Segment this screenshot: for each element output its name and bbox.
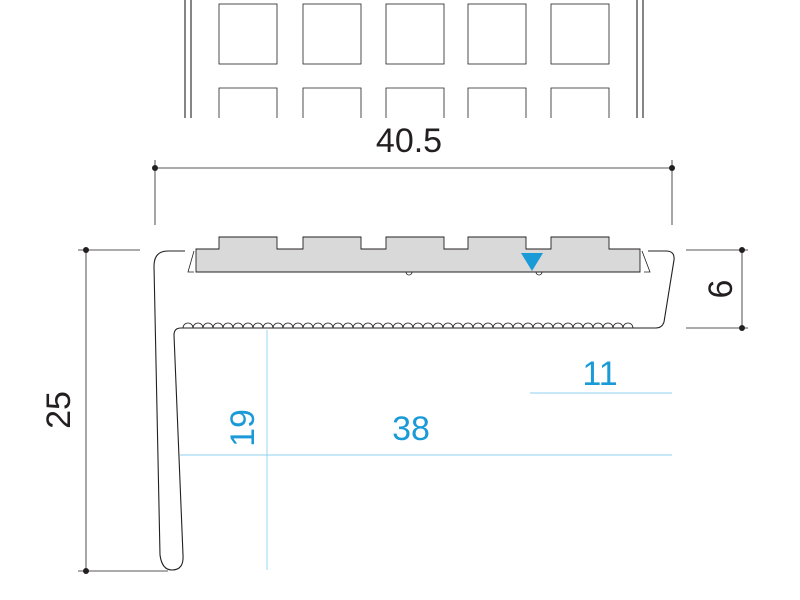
inner-guides: 11 38 19 <box>180 330 672 570</box>
height-dimension-label: 25 <box>40 391 78 429</box>
width-dimension: 40.5 <box>152 122 675 225</box>
height-19-label: 19 <box>224 409 262 447</box>
width-dimension-label: 40.5 <box>376 122 442 160</box>
anti-slip-insert <box>195 236 641 276</box>
nosing-profile <box>153 250 675 571</box>
width-38-label: 38 <box>392 410 430 448</box>
top-view-grid <box>184 0 644 118</box>
insert-depth-dimension-label: 6 <box>702 280 740 299</box>
insert-marker-icon <box>521 253 543 271</box>
height-dimension: 25 <box>40 247 168 574</box>
offset-11-label: 11 <box>582 355 617 393</box>
insert-depth-dimension: 6 <box>686 247 748 331</box>
